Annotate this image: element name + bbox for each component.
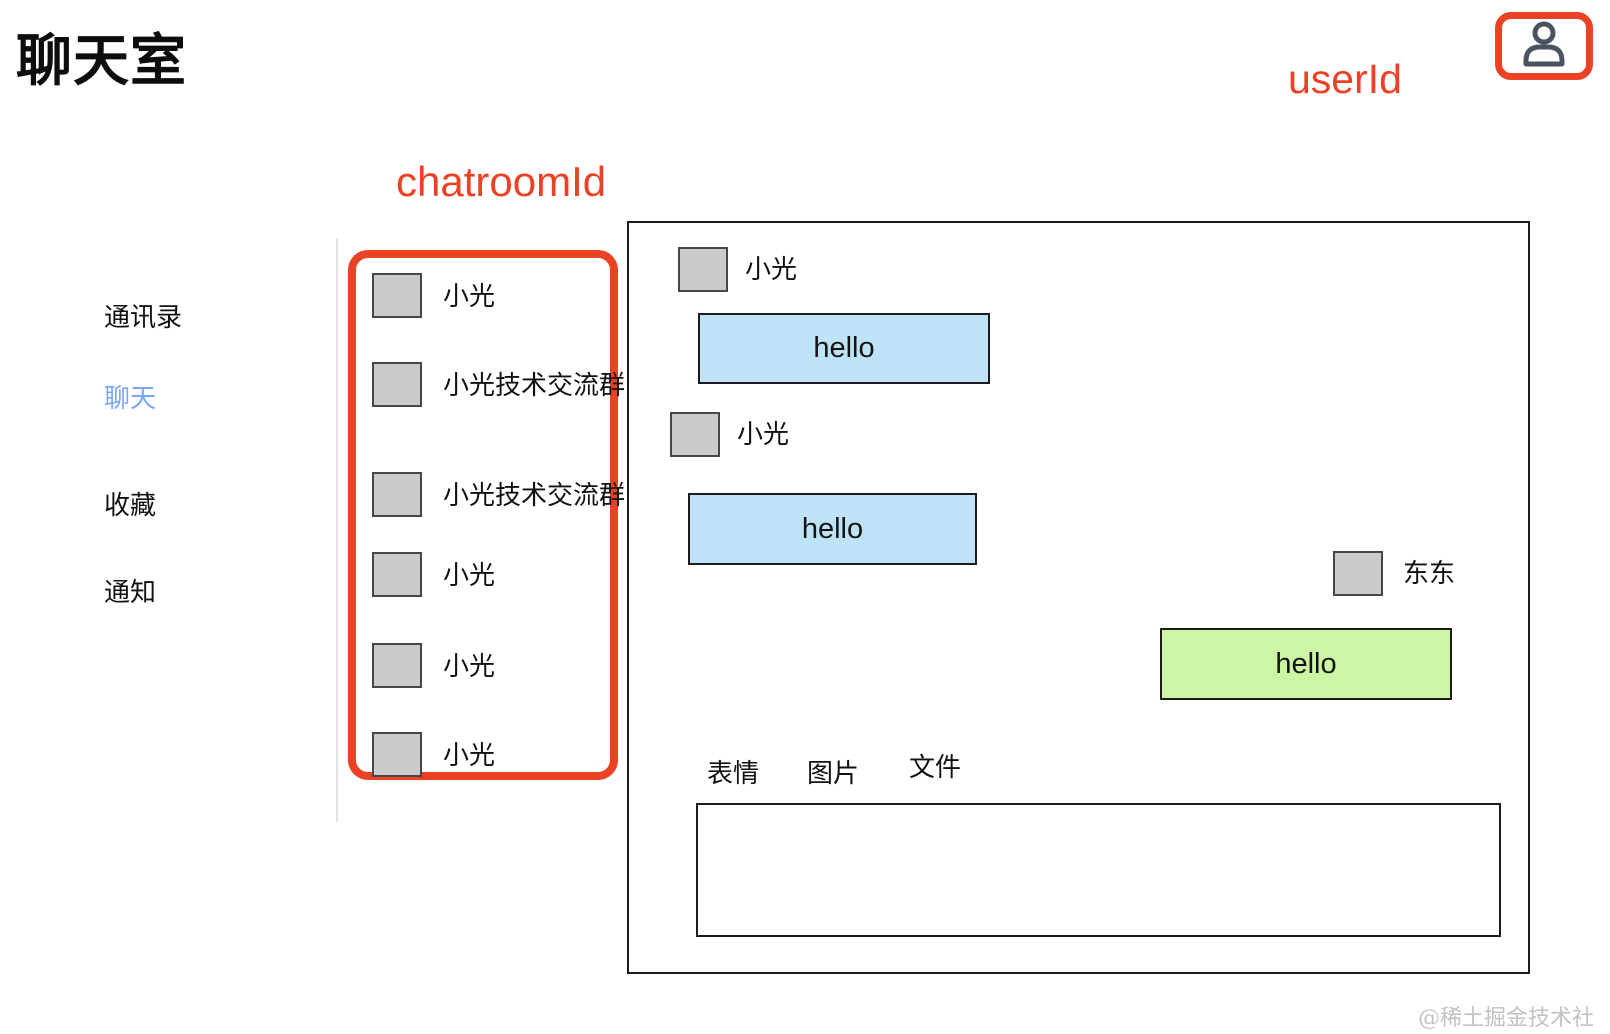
message-avatar — [678, 247, 728, 292]
chat-list-item-name: 小光 — [443, 651, 496, 681]
userid-annotation: userId — [1288, 56, 1402, 102]
chatroomid-annotation: chatroomId — [396, 158, 607, 205]
message-bubble: hello — [1160, 628, 1452, 700]
chat-list-item-name: 小光 — [443, 740, 496, 770]
avatar — [372, 732, 422, 777]
chat-list-item[interactable]: 小光 — [356, 726, 612, 783]
chat-list-item-name: 小光技术交流群 — [443, 480, 626, 510]
toolbar-file-button[interactable]: 文件 — [909, 752, 962, 782]
sidebar-item-chat[interactable]: 聊天 — [104, 383, 157, 413]
sidebar-item-contacts[interactable]: 通讯录 — [104, 302, 183, 332]
chat-list-item[interactable]: 小光 — [356, 546, 612, 603]
chat-list-item[interactable]: 小光 — [356, 637, 612, 694]
chat-list-item-name: 小光 — [443, 560, 496, 590]
chatroomid-highlight-box — [348, 250, 618, 780]
toolbar-emoji-button[interactable]: 表情 — [707, 758, 760, 788]
chat-list-item[interactable]: 小光技术交流群 — [356, 356, 625, 413]
message-avatar — [1333, 551, 1383, 596]
sidebar-item-notifications[interactable]: 通知 — [104, 577, 157, 607]
message-sender: 东东 — [1403, 558, 1456, 588]
message-bubble: hello — [698, 313, 990, 384]
message-bubble: hello — [688, 493, 977, 565]
chat-list-item[interactable]: 小光 — [356, 267, 612, 324]
person-icon — [1513, 20, 1575, 73]
chat-panel: 小光 hello 小光 hello 东东 hello 表情 图片 文件 — [627, 221, 1530, 974]
message-sender: 小光 — [745, 254, 798, 284]
message-input[interactable] — [696, 803, 1501, 937]
user-profile-button[interactable] — [1495, 12, 1593, 80]
chat-list-item-name: 小光 — [443, 281, 496, 311]
chat-list-divider — [336, 238, 338, 822]
watermark: @稀土掘金技术社区 — [1418, 1006, 1595, 1031]
avatar — [372, 472, 422, 517]
message-sender: 小光 — [737, 419, 790, 449]
sidebar-item-favorites[interactable]: 收藏 — [104, 490, 157, 520]
avatar — [372, 643, 422, 688]
avatar — [372, 273, 422, 318]
toolbar-image-button[interactable]: 图片 — [807, 758, 860, 788]
avatar — [372, 362, 422, 407]
avatar — [372, 552, 422, 597]
chat-list-item-name: 小光技术交流群 — [443, 370, 626, 400]
page-title: 聊天室 — [16, 29, 187, 92]
chat-list-item[interactable]: 小光技术交流群 — [356, 466, 625, 523]
message-avatar — [670, 412, 720, 457]
